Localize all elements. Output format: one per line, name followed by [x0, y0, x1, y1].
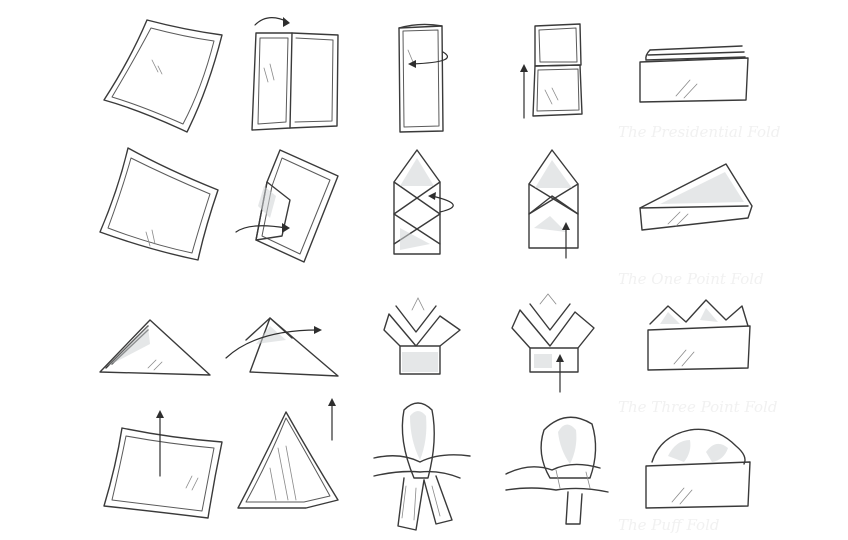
caption-row-1: The Presidential Fold — [618, 123, 780, 141]
row-2-step-5 — [639, 163, 753, 231]
row-3-step-1 — [99, 319, 211, 376]
row-1-step-5 — [639, 45, 749, 103]
row-4-step-5 — [645, 428, 751, 509]
row-1-step-4 — [520, 23, 583, 119]
row-2-step-2 — [235, 149, 339, 263]
row-2-step-4 — [528, 149, 579, 259]
row-1-step-1 — [103, 19, 223, 133]
row-4-step-3 — [373, 402, 471, 531]
row-2-step-1 — [99, 147, 219, 261]
row-4-step-2 — [237, 398, 339, 509]
row-3-step-5 — [647, 299, 751, 371]
row-1-step-3 — [398, 23, 449, 133]
row-2-step-3 — [393, 149, 454, 255]
row-4-step-4 — [505, 416, 609, 525]
caption-row-2: The One Point Fold — [618, 270, 764, 288]
caption-row-3: The Three Point Fold — [618, 398, 777, 416]
row-3-step-4 — [511, 293, 595, 393]
row-1-step-2 — [251, 17, 339, 131]
caption-row-4: The Puff Fold — [618, 516, 719, 534]
row-3-step-2 — [225, 317, 339, 377]
row-3-step-3 — [383, 297, 461, 375]
row-4-step-1 — [103, 410, 223, 519]
